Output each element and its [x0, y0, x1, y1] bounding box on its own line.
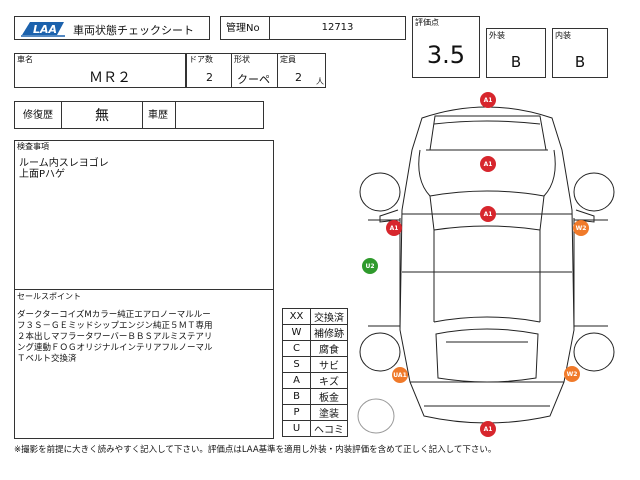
repair-value-box: 無	[61, 101, 143, 129]
shape-box: 形状 クーペ	[231, 53, 278, 88]
doors-label: ドア数	[189, 55, 213, 64]
damage-marker-front-bumper: A1	[480, 92, 496, 108]
capacity-value: 2	[295, 71, 302, 84]
damage-marker-hood: A1	[480, 156, 496, 172]
score-box: 評価点 3.5	[412, 16, 480, 78]
inspection-line-2: 上面Pハゲ	[19, 169, 66, 180]
repair-history-label: 修復歴	[23, 110, 53, 121]
sales-line-4: ング連動ＦＯＧオリジナルインテリアフルノーマル	[17, 343, 213, 353]
legend-code: W	[282, 324, 311, 341]
car-body-diagram	[357, 106, 615, 434]
interior-label: 内装	[555, 31, 571, 40]
exterior-box: 外装 B	[486, 28, 546, 78]
inspection-box: 検査事項 ルーム内スレヨゴレ 上面Pハゲ	[14, 140, 274, 290]
management-value-box: 12713	[269, 16, 406, 40]
legend-code: C	[282, 340, 311, 357]
vehicle-history-value-box	[175, 101, 264, 129]
vehicle-history-label-box: 車歴	[142, 101, 176, 129]
inspection-line-1: ルーム内スレヨゴレ	[19, 158, 109, 169]
capacity-box: 定員 2 人	[277, 53, 326, 88]
capacity-label: 定員	[280, 55, 296, 64]
damage-marker-right-front: W2	[573, 220, 589, 236]
doors-value: 2	[206, 71, 213, 84]
legend-meaning: 腐食	[310, 340, 348, 357]
legend-meaning: キズ	[310, 372, 348, 389]
damage-marker-left-front: A1	[386, 220, 402, 236]
damage-marker-right-rear: W2	[564, 366, 580, 382]
inspection-label: 検査事項	[17, 142, 49, 151]
doors-box: ドア数 2	[186, 53, 232, 88]
score-value: 3.5	[426, 41, 466, 69]
legend-code: B	[282, 388, 311, 405]
score-label: 評価点	[415, 18, 439, 27]
laa-logo: LAA	[21, 22, 65, 37]
legend-meaning: 塗装	[310, 404, 348, 421]
capacity-unit: 人	[316, 77, 324, 86]
vehicle-name-label: 車名	[17, 55, 33, 64]
legend-meaning: 補修跡	[310, 324, 348, 341]
sheet-title: 車両状態チェックシート	[73, 24, 194, 37]
legend-code: P	[282, 404, 311, 421]
shape-value: クーペ	[237, 73, 270, 86]
sales-line-5: Ｔベルト交換済	[17, 354, 77, 364]
sales-line-3: ２本出しマフラータワーバーＢＢＳアルミステアリ	[17, 332, 213, 342]
shape-label: 形状	[234, 55, 250, 64]
legend-code: U	[282, 420, 311, 437]
vehicle-history-label: 車歴	[148, 110, 168, 121]
vehicle-name-box: 車名 ＭＲ２	[14, 53, 186, 88]
legend-code: XX	[282, 308, 311, 325]
interior-box: 内装 B	[552, 28, 608, 78]
legend-meaning: ヘコミ	[310, 420, 348, 437]
damage-marker-roof: A1	[480, 206, 496, 222]
legend-code: S	[282, 356, 311, 373]
management-label: 管理No	[226, 23, 260, 34]
legend-meaning: 交換済	[310, 308, 348, 325]
interior-value: B	[574, 53, 586, 71]
repair-history-value: 無	[95, 108, 109, 124]
exterior-value: B	[510, 53, 522, 71]
footer-note: ※撮影を前提に大きく読みやすく記入して下さい。評価点はLAA基準を適用し外装・内…	[14, 445, 497, 455]
damage-marker-left-rear: UA1	[392, 367, 408, 383]
header-title-box: LAA 車両状態チェックシート	[14, 16, 210, 40]
legend-meaning: 板金	[310, 388, 348, 405]
damage-marker-left-door: U2	[362, 258, 378, 274]
sales-points-label: セールスポイント	[17, 292, 81, 301]
exterior-label: 外装	[489, 31, 505, 40]
sales-line-1: ダークターコイズMカラー純正エアロノーマルルー	[17, 310, 211, 320]
repair-label-box: 修復歴	[14, 101, 62, 129]
sales-points-box: セールスポイント ダークターコイズMカラー純正エアロノーマルルー フ３Ｓ－ＧＥミ…	[14, 289, 274, 439]
legend-meaning: サビ	[310, 356, 348, 373]
sales-line-2: フ３Ｓ－ＧＥミッドシップエンジン純正５ＭＴ専用	[17, 321, 213, 331]
management-number: 12713	[321, 22, 354, 33]
legend-code: A	[282, 372, 311, 389]
vehicle-name: ＭＲ２	[89, 70, 131, 86]
logo-text: LAA	[33, 23, 57, 36]
damage-marker-rear-bumper: A1	[480, 421, 496, 437]
management-label-box: 管理No	[220, 16, 270, 40]
